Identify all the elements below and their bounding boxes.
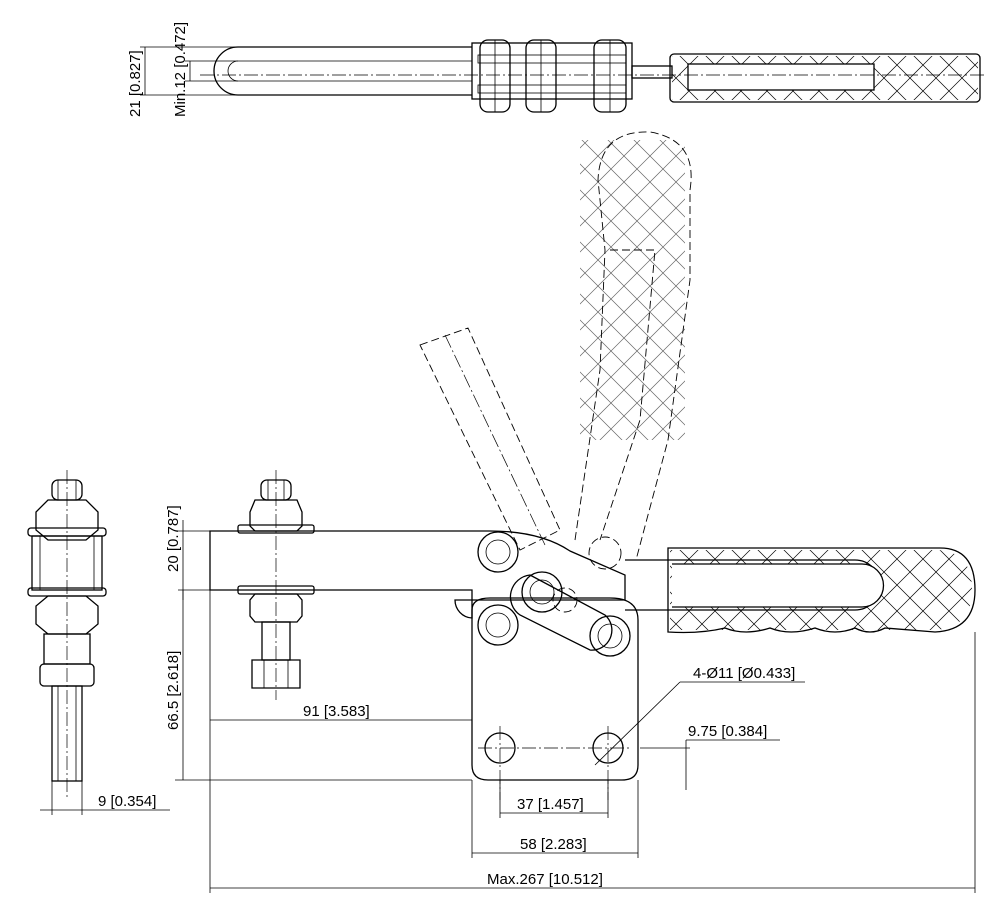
front-view [209, 131, 976, 800]
dim-holes: 4-Ø11 [Ø0.433] [693, 665, 795, 682]
dim-min-slot-width: Min.12 [0.472] [172, 22, 189, 117]
spindle-side-view: 9 [0.354] [27, 470, 170, 815]
dim-reach: 91 [3.583] [303, 703, 370, 720]
top-view: 21 [0.827] Min.12 [0.472] [127, 22, 985, 117]
dim-hole-spacing: 37 [1.457] [517, 796, 584, 813]
dim-bar-thickness: 20 [0.787] [165, 505, 182, 572]
dim-overall-length: Max.267 [10.512] [487, 871, 603, 888]
dim-base-width: 58 [2.283] [520, 836, 587, 853]
dim-slot-width: 21 [0.827] [127, 50, 144, 117]
dim-height: 66.5 [2.618] [165, 651, 182, 730]
dimension-lines [175, 520, 976, 893]
dim-hole-offset: 9.75 [0.384] [688, 723, 767, 740]
dim-spindle-width: 9 [0.354] [98, 793, 156, 810]
